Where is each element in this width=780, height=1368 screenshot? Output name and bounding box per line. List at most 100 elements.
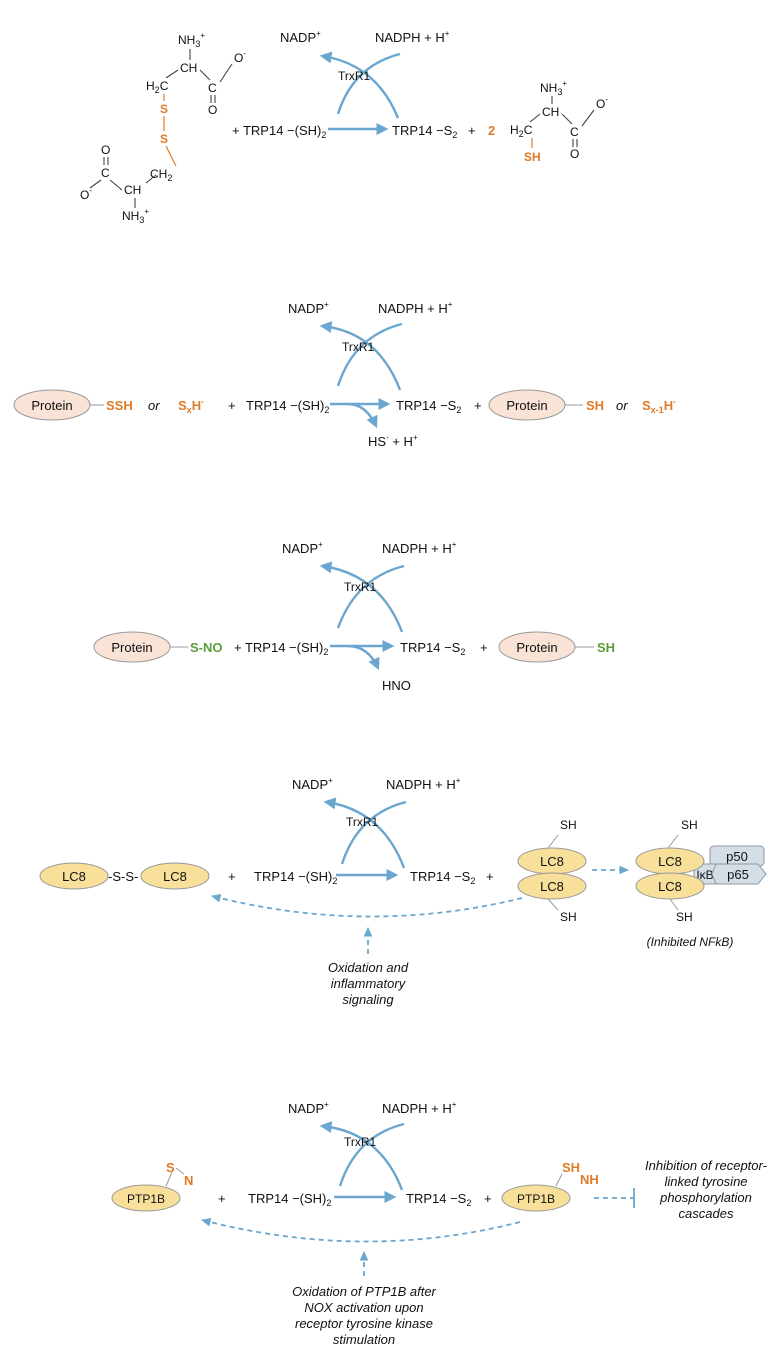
protein-label: Protein bbox=[111, 640, 152, 655]
trp14-oxidized: TRP14 −S2 bbox=[400, 640, 465, 657]
nadph-label: NADPH + H+ bbox=[382, 540, 457, 556]
atom-label: NH3+ bbox=[122, 207, 149, 225]
lc8-label: LC8 bbox=[658, 879, 682, 894]
nadp-label: NADP+ bbox=[292, 776, 333, 792]
atom-label: O bbox=[570, 147, 579, 161]
lc8-ellipse bbox=[140, 862, 210, 890]
trp14-oxidized: TRP14 −S2 bbox=[410, 869, 475, 886]
trp14-reduced: + TRP14 −(SH)2 bbox=[234, 640, 328, 657]
plus-sign: + bbox=[486, 869, 494, 884]
nadp-label: NADP+ bbox=[288, 300, 329, 316]
sulfenylamide-s: S bbox=[166, 1160, 175, 1175]
panel-denitrosylation: NADP+ NADPH + H+ TrxR1 Protein S-NO + TR… bbox=[93, 540, 615, 693]
plus-sign: + bbox=[228, 398, 236, 413]
thiol-group: SH bbox=[586, 398, 604, 413]
atom-label: O- bbox=[596, 95, 608, 111]
panel-lc8-reduction: NADP+ NADPH + H+ TrxR1 LC8 -S-S- LC8 + T… bbox=[39, 776, 767, 1007]
panel-persulfide-reduction: NADP+ NADPH + H+ TrxR1 Protein SSH or Sx… bbox=[13, 300, 676, 449]
inhibition-note: phosphorylation bbox=[659, 1190, 752, 1205]
ptp1b-label: PTP1B bbox=[517, 1192, 555, 1206]
plus-sign: + bbox=[474, 398, 482, 413]
lc8-label: LC8 bbox=[163, 869, 187, 884]
plus-sign: + bbox=[484, 1191, 492, 1206]
thiol-group: SH bbox=[524, 150, 541, 164]
or-label: or bbox=[616, 398, 628, 413]
oxidation-note: stimulation bbox=[333, 1332, 395, 1347]
p65-label: p65 bbox=[727, 867, 749, 882]
thiol-label: SH bbox=[676, 910, 693, 924]
trp14-reduced: TRP14 −(SH)2 bbox=[248, 1191, 331, 1208]
atom-label: CH2 bbox=[150, 167, 172, 183]
oxidation-note: signaling bbox=[342, 992, 394, 1007]
sulfenylamide-n: N bbox=[184, 1173, 193, 1188]
atom-label: CH bbox=[180, 61, 197, 75]
stoichiometry-two: 2 bbox=[488, 123, 495, 138]
lc8-ellipse bbox=[517, 872, 587, 900]
atom-label: H2C bbox=[510, 123, 533, 139]
thiol-label: SH bbox=[681, 818, 698, 832]
hydrosulfide-product: HS- + H+ bbox=[368, 433, 418, 449]
trxr1-cycle-1: NADP+ NADPH + H+ TrxR1 + TRP14 −(SH)2 TR… bbox=[232, 29, 495, 140]
plus-sign: + bbox=[468, 123, 476, 138]
hno-product: HNO bbox=[382, 678, 411, 693]
inhibition-note: linked tyrosine bbox=[664, 1174, 747, 1189]
oxidation-note: receptor tyrosine kinase bbox=[295, 1316, 433, 1331]
p65-subunit bbox=[711, 863, 767, 885]
cystine-molecule: NH3+ CH C O- O H2C S S CH2 CH NH3+ C bbox=[80, 31, 246, 225]
thiol-group: SH bbox=[597, 640, 615, 655]
cysteine-molecule: NH3+ CH C O- O H2C SH bbox=[510, 79, 608, 164]
panel-ptp1b-reduction: NADP+ NADPH + H+ TrxR1 PTP1B S N + TRP14… bbox=[111, 1100, 768, 1347]
atom-label: NH3+ bbox=[540, 79, 567, 97]
trp14-oxidized: TRP14 −S2 bbox=[396, 398, 461, 415]
atom-label: O- bbox=[234, 49, 246, 65]
plus-sign: + bbox=[228, 869, 236, 884]
sulfur-atom: S bbox=[160, 102, 168, 116]
polysulfide-label: Sx-1H- bbox=[642, 397, 676, 415]
lc8-ellipse bbox=[39, 862, 109, 890]
atom-label: O bbox=[208, 103, 217, 117]
atom-label: CH bbox=[124, 183, 141, 197]
trp14-reduced: TRP14 −(SH)2 bbox=[246, 398, 329, 415]
atom-label: C bbox=[208, 81, 217, 95]
trp14-oxidized: TRP14 −S2 bbox=[392, 123, 457, 140]
protein-label: Protein bbox=[31, 398, 72, 413]
nadp-label: NADP+ bbox=[280, 29, 321, 45]
lc8-label: LC8 bbox=[540, 854, 564, 869]
trp14-oxidized: TRP14 −S2 bbox=[406, 1191, 471, 1208]
thiol-label: SH bbox=[560, 818, 577, 832]
disulfide-bridge: -S-S- bbox=[108, 869, 138, 884]
ptp1b-ellipse bbox=[111, 1184, 181, 1212]
persulfide-group: SSH bbox=[106, 398, 133, 413]
amine-group: NH bbox=[580, 1172, 599, 1187]
trxr1-label: TrxR1 bbox=[346, 815, 379, 829]
ikb-label: IκB bbox=[696, 868, 713, 882]
oxidation-note: NOX activation upon bbox=[304, 1300, 423, 1315]
nadp-label: NADP+ bbox=[288, 1100, 329, 1116]
inhibited-nfkb-caption: (Inhibited NFkB) bbox=[647, 935, 734, 949]
protein-label: Protein bbox=[516, 640, 557, 655]
plus-sign: + bbox=[218, 1191, 226, 1206]
trp14-reduced: TRP14 −(SH)2 bbox=[254, 869, 337, 886]
inhibition-note: Inhibition of receptor- bbox=[645, 1158, 768, 1173]
nadph-label: NADPH + H+ bbox=[375, 29, 450, 45]
atom-label: C bbox=[570, 125, 579, 139]
atom-label: H2C bbox=[146, 79, 169, 95]
trxr1-label: TrxR1 bbox=[344, 1135, 377, 1149]
panel-cystine-reduction: NH3+ CH C O- O H2C S S CH2 CH NH3+ C bbox=[80, 29, 608, 225]
trp14-reduced: + TRP14 −(SH)2 bbox=[232, 123, 326, 140]
oxidation-note: Oxidation and bbox=[328, 960, 409, 975]
sulfur-atom: S bbox=[160, 132, 168, 146]
thiol-label: SH bbox=[560, 910, 577, 924]
plus-sign: + bbox=[480, 640, 488, 655]
oxidation-note: Oxidation of PTP1B after bbox=[292, 1284, 436, 1299]
oxidation-note: inflammatory bbox=[331, 976, 407, 991]
lc8-label: LC8 bbox=[62, 869, 86, 884]
protein-label: Protein bbox=[506, 398, 547, 413]
or-label: or bbox=[148, 398, 160, 413]
atom-label: C bbox=[101, 166, 110, 180]
nadph-label: NADPH + H+ bbox=[386, 776, 461, 792]
nitrosothiol-group: S-NO bbox=[190, 640, 223, 655]
nadph-label: NADPH + H+ bbox=[378, 300, 453, 316]
lc8-label: LC8 bbox=[540, 879, 564, 894]
